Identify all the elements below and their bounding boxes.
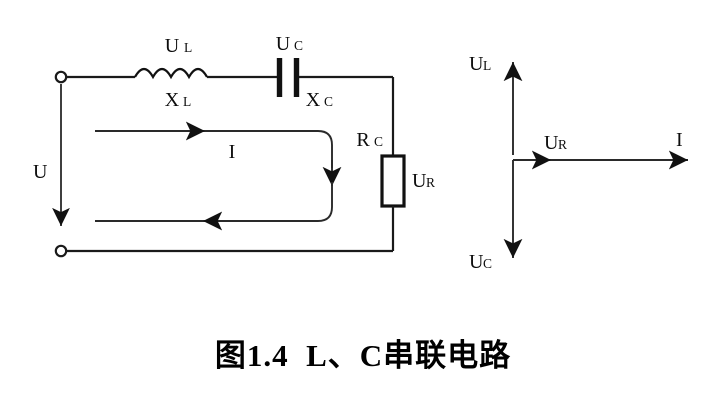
current-loop-top-leg — [205, 130, 333, 168]
label-source-voltage: U — [33, 161, 48, 183]
label-capacitor-reactance: X — [306, 89, 321, 111]
resistor-symbol — [380, 154, 406, 208]
label-phasor-ul-sub: L — [483, 58, 491, 73]
label-capacitor-voltage-sub: C — [294, 38, 303, 53]
label-capacitor-voltage: U — [276, 33, 291, 55]
inductor-symbol — [134, 67, 208, 80]
label-phasor-uc-sub: C — [483, 256, 492, 271]
label-group: U L X L U C X C R C U R U I U L — [33, 33, 683, 273]
label-resistor-voltage-sub: R — [426, 175, 435, 190]
figure-caption: 图1.4 L、C串联电路 — [214, 338, 512, 373]
label-inductor-reactance-sub: L — [183, 94, 191, 109]
label-inductor-voltage: U — [165, 35, 180, 57]
label-phasor-ul: U — [469, 53, 484, 75]
label-phasor-i: I — [676, 129, 683, 151]
current-loop-right-leg — [205, 182, 333, 222]
label-capacitor-reactance-sub: C — [324, 94, 333, 109]
schematic-group — [52, 58, 688, 258]
label-resistor-voltage: U — [412, 170, 427, 192]
label-phasor-ur-sub: R — [558, 137, 567, 152]
label-current-loop: I — [229, 141, 236, 163]
terminal-top-left — [54, 70, 68, 84]
terminal-bottom-left — [54, 244, 68, 258]
label-resistor-name-sub: C — [374, 134, 383, 149]
label-phasor-ur: U — [544, 132, 559, 154]
label-inductor-voltage-sub: L — [184, 40, 192, 55]
label-inductor-reactance: X — [165, 89, 180, 111]
label-resistor-name: R — [356, 129, 370, 151]
label-phasor-uc: U — [469, 251, 484, 273]
